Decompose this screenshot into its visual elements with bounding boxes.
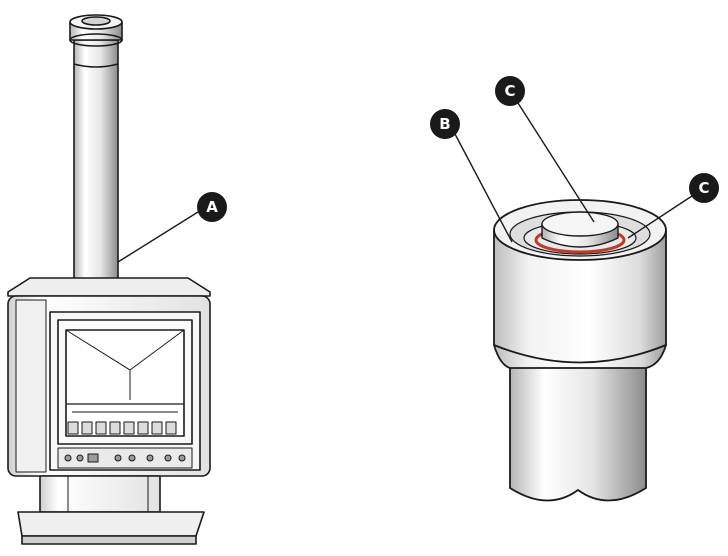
callout-a: A xyxy=(117,192,227,263)
flue-pipe xyxy=(69,14,123,293)
inner-pipe-top xyxy=(541,211,619,237)
callout-b: B xyxy=(430,109,513,243)
callout-label-b: B xyxy=(439,115,450,133)
stove-pedestal xyxy=(17,475,205,545)
callout-label-c-inner: C xyxy=(504,82,515,100)
stove-body xyxy=(7,277,211,477)
callout-c-inner: C xyxy=(495,76,595,223)
stove-illustration xyxy=(7,14,211,545)
callout-label-c-outer: C xyxy=(698,179,709,197)
flue-adapter-illustration xyxy=(493,199,667,502)
adapter-upper-body xyxy=(493,229,667,364)
adapter-lower-pipe xyxy=(509,364,647,502)
callout-label-a: A xyxy=(206,198,218,216)
callout-c-outer: C xyxy=(627,173,719,239)
